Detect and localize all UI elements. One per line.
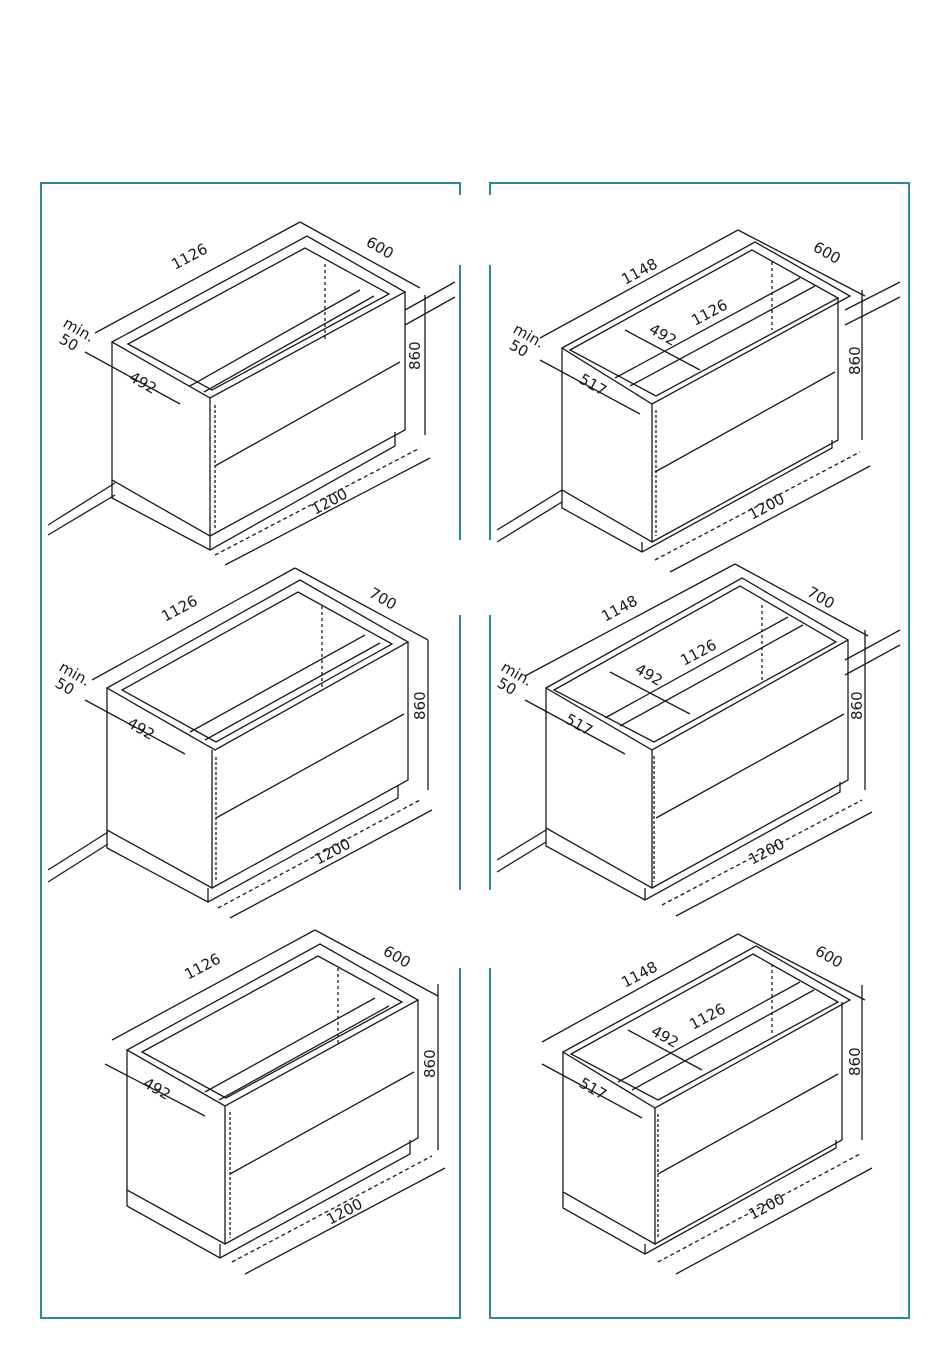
dims-left-top: 1126 600 860 1200 492 min. 50 (56, 233, 424, 519)
dims-right-bot: 1148 600 860 1200 492 1126 517 (576, 942, 864, 1224)
dim-width: 1148 (598, 592, 640, 626)
dim-height: 860 (421, 1049, 439, 1078)
dim-length: 1200 (745, 835, 787, 869)
cabinet-left-bot (105, 930, 445, 1274)
dim-depth: 600 (363, 233, 397, 263)
dims-left-bot: 1126 600 860 1200 492 (140, 942, 439, 1229)
dim-inner-width: 1126 (686, 1000, 728, 1034)
dim-width: 1126 (158, 592, 200, 626)
dim-inner: 492 (124, 714, 158, 744)
dim-width: 1126 (181, 950, 223, 984)
dim-length: 1200 (323, 1195, 365, 1229)
dim-height: 860 (406, 341, 424, 370)
dim-inner-width: 1126 (688, 296, 730, 330)
dims-left-mid: 1126 700 860 1200 492 min. 50 (52, 584, 429, 869)
dim-length: 1200 (308, 485, 350, 519)
dim-inner: 492 (648, 1022, 682, 1052)
dim-depth: 600 (812, 942, 846, 972)
dim-width: 1148 (618, 958, 660, 992)
dim-height: 860 (411, 691, 429, 720)
cabinet-right-bot (542, 934, 872, 1274)
cabinet-left-mid (48, 568, 432, 918)
dim-depth: 700 (804, 583, 838, 613)
dim-side: 517 (576, 1074, 610, 1104)
dim-height: 860 (848, 691, 866, 720)
dim-height: 860 (846, 346, 864, 375)
dim-inner: 492 (126, 368, 160, 398)
cabinet-right-mid (497, 564, 900, 916)
dim-inner: 492 (140, 1074, 174, 1104)
dim-height: 860 (846, 1047, 864, 1076)
dims-right-mid: 1148 700 860 1200 492 1126 517 min. 50 (494, 583, 866, 869)
dim-inner-width: 1126 (677, 636, 719, 670)
cabinet-left-top (48, 222, 455, 565)
dim-depth: 600 (810, 238, 844, 268)
left-frame (41, 183, 460, 1318)
dim-width: 1126 (168, 240, 210, 274)
dim-length: 1200 (745, 490, 787, 524)
cabinet-right-top (497, 230, 900, 572)
dim-inner: 492 (632, 660, 666, 690)
